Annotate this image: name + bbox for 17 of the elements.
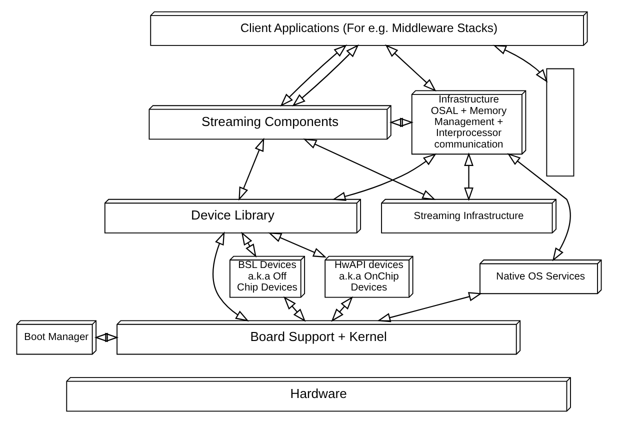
arrow	[241, 232, 256, 258]
arrow	[280, 44, 348, 107]
arrow	[238, 138, 264, 201]
arrow	[389, 118, 414, 128]
arrow	[507, 153, 571, 262]
node-box	[546, 68, 574, 177]
arrow	[268, 232, 327, 258]
arrow	[332, 153, 437, 201]
arrow	[284, 296, 306, 322]
arrow	[292, 44, 359, 106]
arrow	[492, 44, 548, 83]
arrow	[385, 44, 436, 92]
arrow	[464, 152, 474, 201]
arrow	[377, 292, 482, 322]
arrow	[94, 332, 119, 342]
arrow	[331, 296, 353, 322]
arrow	[303, 138, 436, 200]
